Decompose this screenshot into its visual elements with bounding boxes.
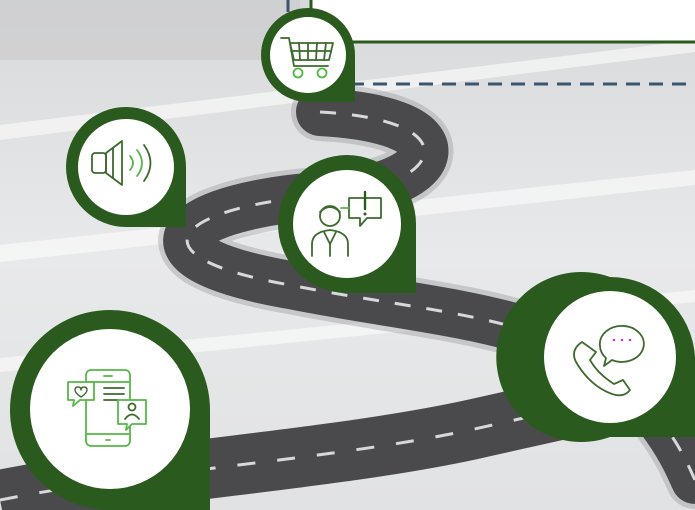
pin-mobile [10,310,210,510]
person-speech-bubble-icon [311,190,382,257]
pin-cart [261,8,355,102]
shopping-cart-icon [280,37,334,79]
phone-chat-icon [573,325,645,397]
pin-phone [496,272,695,442]
speaker-icon [91,140,152,186]
mobile-social-chat-icon [67,369,147,447]
pin-consultant [278,155,416,293]
header-banner [286,0,695,86]
pin-speaker [66,107,186,227]
